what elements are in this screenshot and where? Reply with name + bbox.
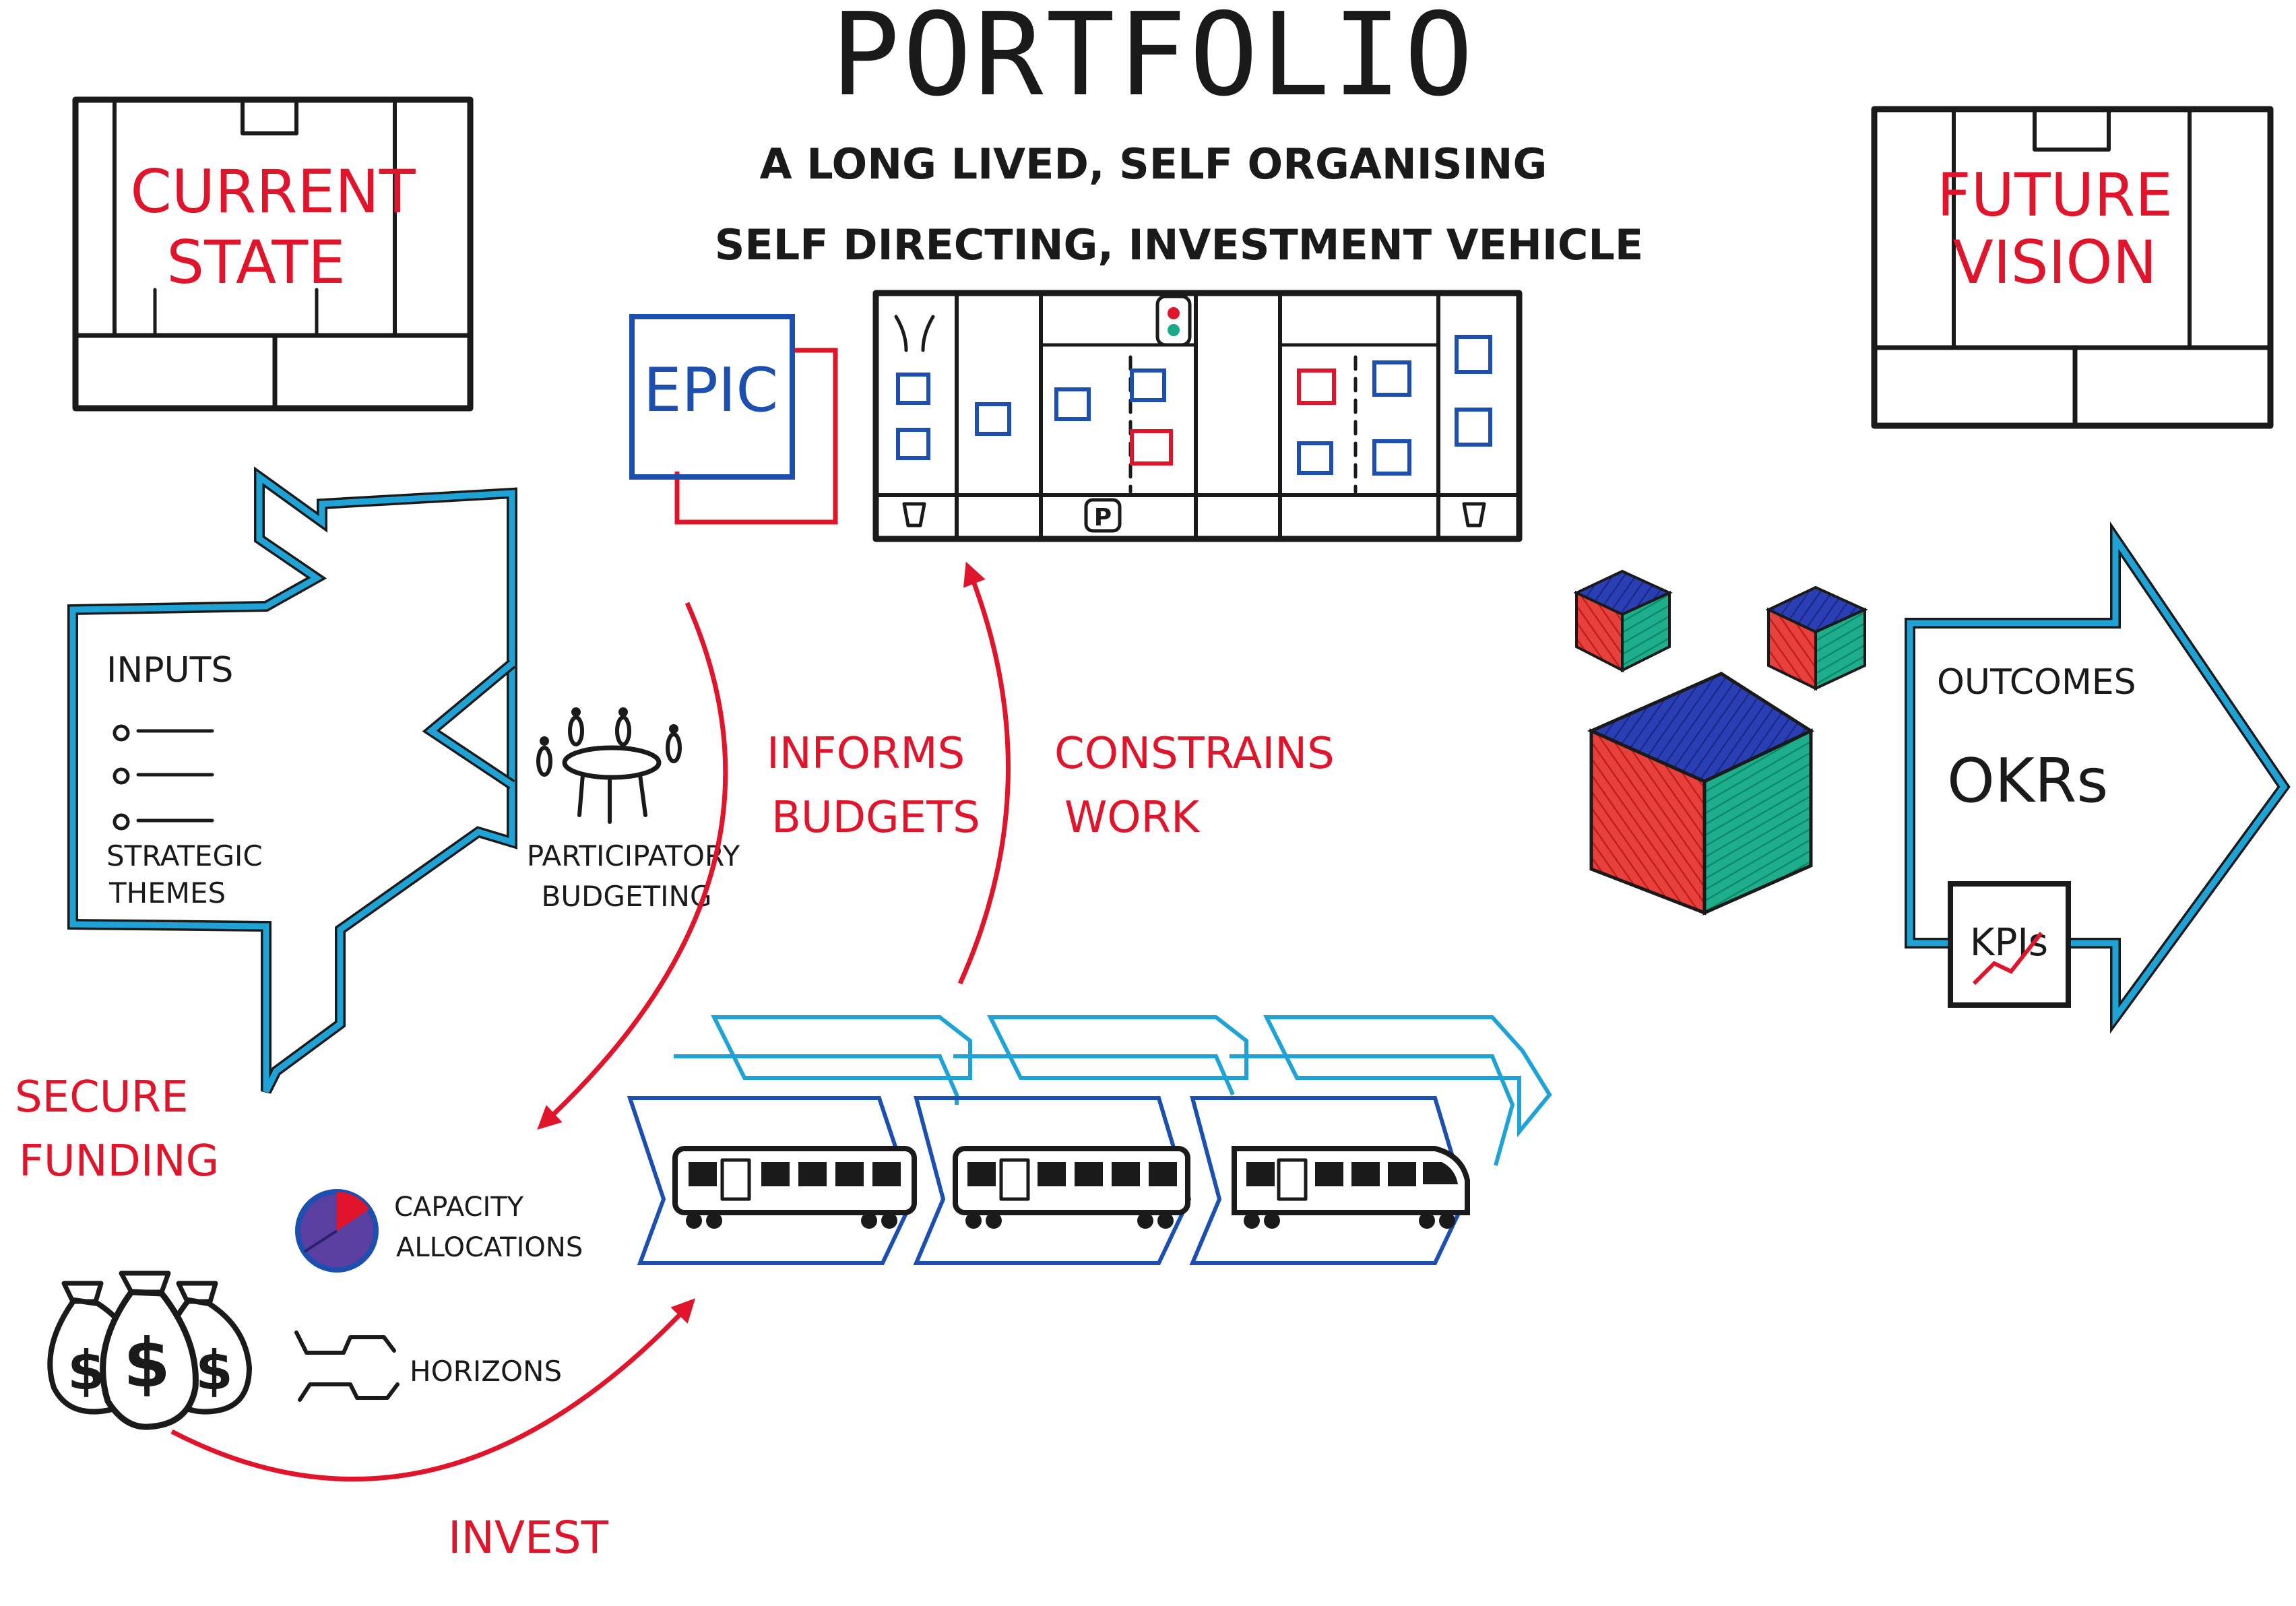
- participatory-line-1: PARTICIPATORY: [527, 839, 740, 872]
- kpi-trend-line: [1972, 932, 2043, 986]
- future-vision-line-2: VISION: [1952, 228, 2157, 297]
- invest-label: INVEST: [448, 1512, 609, 1564]
- secure-funding-line-2: FUNDING: [19, 1136, 219, 1186]
- page-title: PORTFOLIO: [831, 0, 1475, 122]
- capacity-pie-icon: [295, 1189, 379, 1273]
- portfolio-kanban-board: [872, 290, 1523, 542]
- small-cube-left: [1573, 569, 1673, 673]
- epic-label: EPIC: [643, 355, 779, 426]
- epic-card: [629, 314, 838, 525]
- capacity-line-1: CAPACITY: [394, 1192, 524, 1223]
- value-stream-lanes: [627, 1015, 1552, 1265]
- future-vision-line-1: FUTURE: [1937, 160, 2173, 230]
- subtitle-line-1: A LONG LIVED, SELF ORGANISING: [760, 139, 1548, 189]
- secure-funding-line-1: SECURE: [15, 1072, 189, 1122]
- train-2: [953, 1146, 1190, 1229]
- constrains-work-arrow: [957, 561, 1011, 985]
- informs-line-1: INFORMS: [767, 729, 965, 779]
- okrs-label: OKRs: [1947, 746, 2108, 816]
- money-symbol-center: $: [123, 1324, 170, 1403]
- kpis-box: [1948, 881, 2071, 1008]
- money-bags-icon: [47, 1271, 253, 1430]
- small-cube-right: [1765, 585, 1868, 691]
- outcomes-arrow-shape: [1905, 521, 2291, 1034]
- kanban-park-label: P: [1094, 504, 1112, 532]
- train-1: [672, 1146, 917, 1229]
- current-state-board: [72, 96, 474, 412]
- invest-arrow: [170, 1298, 696, 1482]
- inputs-list: [113, 724, 214, 831]
- constrains-line-1: CONSTRAINS: [1054, 729, 1335, 779]
- capacity-line-2: ALLOCATIONS: [396, 1232, 583, 1263]
- current-state-line-2: STATE: [166, 228, 346, 297]
- money-symbol-left: $: [67, 1339, 105, 1402]
- informs-line-2: BUDGETS: [771, 793, 980, 843]
- meeting-table-icon: [536, 707, 682, 824]
- subtitle-line-2: SELF DIRECTING, INVESTMENT VEHICLE: [715, 220, 1644, 269]
- train-3: [1232, 1146, 1470, 1229]
- future-vision-board: [1871, 106, 2274, 429]
- current-state-line-1: CURRENT: [130, 157, 416, 226]
- horizons-icon: [294, 1330, 400, 1402]
- money-symbol-right: $: [195, 1339, 233, 1402]
- kpis-label: KPIs: [1970, 921, 2048, 965]
- kanban-cards: [896, 335, 1492, 476]
- informs-budgets-arrow: [537, 602, 728, 1130]
- strategic-themes-line-1: STRATEGIC: [106, 839, 263, 872]
- large-cube: [1587, 672, 1815, 916]
- horizons-label: HORIZONS: [410, 1355, 562, 1388]
- inputs-heading: INPUTS: [106, 650, 233, 690]
- inputs-arrow-shape: [67, 466, 517, 1094]
- participatory-line-2: BUDGETING: [542, 880, 712, 913]
- outcomes-label: OUTCOMES: [1937, 662, 2136, 703]
- strategic-themes-line-2: THEMES: [108, 876, 226, 909]
- constrains-line-2: WORK: [1064, 793, 1201, 843]
